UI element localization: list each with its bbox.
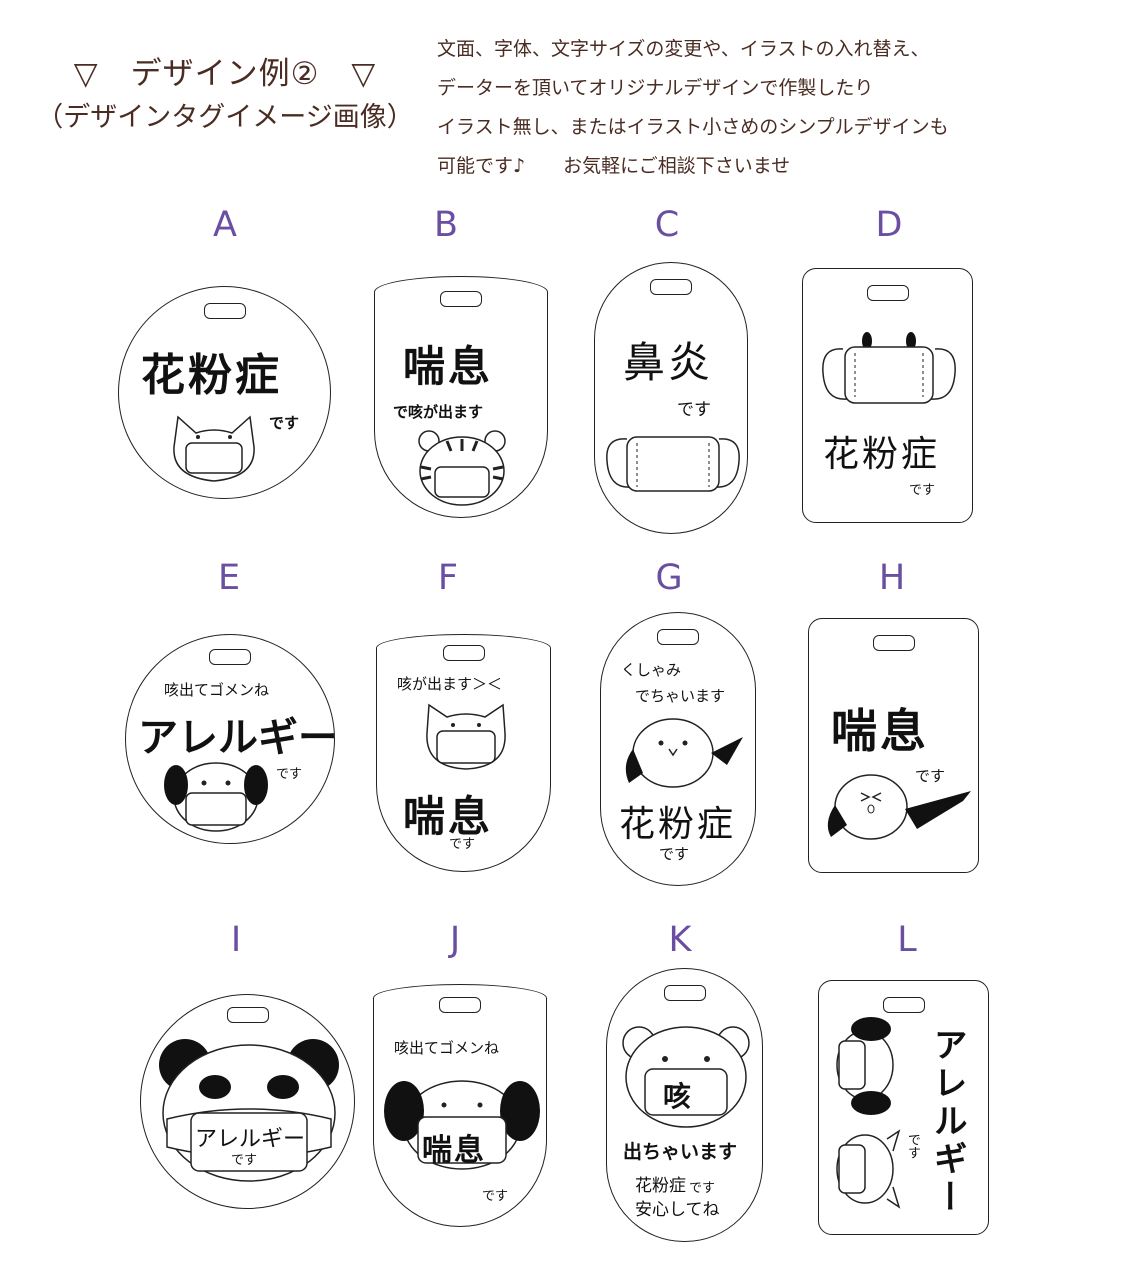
tag-main-text: 花粉症 bbox=[141, 350, 282, 401]
mask-icon bbox=[822, 332, 956, 404]
mask-icon bbox=[606, 436, 740, 492]
tag-sub-text: です bbox=[659, 845, 690, 863]
tag-main-text: アレルギー bbox=[927, 1027, 967, 1217]
description-text: 文面、字体、文字サイズの変更や、イラストの入れ替え、 データーを頂いてオリジナル… bbox=[437, 30, 1077, 186]
panda-mask-icon bbox=[159, 1039, 339, 1182]
bear-mask-icon bbox=[622, 1026, 750, 1128]
tag-line-1: 出ちゃいます bbox=[623, 1141, 738, 1163]
tag-sub-text: です bbox=[915, 767, 946, 785]
tag-main-text: 喘息 bbox=[422, 1133, 486, 1168]
tag-h: 喘息 です bbox=[808, 618, 979, 873]
tag-sub-text: です bbox=[677, 400, 711, 420]
tag-j: 咳出てゴメンね 喘息 です bbox=[373, 984, 547, 1227]
tag-top-text: 咳出てゴメンね bbox=[164, 681, 270, 699]
label-c: C bbox=[654, 205, 680, 245]
tag-f: 咳が出ます＞＜ 喘息 です bbox=[376, 634, 551, 872]
hanging-hole bbox=[226, 1007, 269, 1023]
hanging-hole bbox=[209, 649, 251, 665]
tag-c: 鼻炎 です bbox=[594, 262, 748, 534]
label-g: G bbox=[655, 558, 683, 598]
label-a: A bbox=[213, 205, 237, 245]
description-line: 可能です♪ お気軽にご相談下さいませ bbox=[437, 155, 791, 177]
tag-sub-text: です bbox=[482, 1189, 509, 1204]
dog-mask-icon bbox=[384, 1080, 540, 1170]
hanging-hole bbox=[650, 279, 692, 295]
tag-top-text: くしゃみ bbox=[621, 661, 682, 679]
tag-line-3: 安心してね bbox=[635, 1200, 720, 1220]
hanging-hole bbox=[866, 285, 909, 301]
tag-top-text: でちゃいます bbox=[635, 687, 726, 705]
tag-main-text: アレルギー bbox=[195, 1127, 306, 1152]
description-line: データーを頂いてオリジナルデザインで作製したり bbox=[437, 77, 874, 99]
label-l: L bbox=[897, 920, 917, 960]
tag-top-text: 咳が出ます＞＜ bbox=[397, 675, 503, 693]
tag-mask-text: 咳 bbox=[663, 1080, 695, 1113]
label-f: F bbox=[437, 558, 459, 598]
hanging-hole bbox=[442, 645, 485, 661]
tag-a: 花粉症 です bbox=[118, 286, 331, 499]
hanging-hole bbox=[439, 997, 481, 1013]
tag-e: 咳出てゴメンね アレルギー です bbox=[125, 634, 335, 844]
tag-sub-text: です bbox=[449, 837, 476, 852]
tag-main-text: 喘息 bbox=[403, 342, 494, 391]
label-h: H bbox=[878, 558, 906, 598]
dog-cat-mask-icon bbox=[836, 1017, 901, 1209]
tag-main-text: 花粉症 bbox=[619, 804, 737, 845]
bird-icon bbox=[827, 774, 971, 840]
tag-top-text: 咳出てゴメンね bbox=[394, 1039, 500, 1057]
tag-l: アレルギー です bbox=[818, 980, 989, 1235]
pig-mask-icon bbox=[426, 703, 506, 770]
tag-k: 咳 出ちゃいます 花粉症 です 安心してね bbox=[606, 968, 763, 1242]
label-i: I bbox=[230, 920, 242, 960]
hanging-hole bbox=[657, 629, 699, 645]
tag-d: 花粉症 です bbox=[802, 268, 973, 523]
tag-sub-text: で咳が出ます bbox=[393, 403, 484, 421]
title-line-1: ▽ デザイン例② ▽ bbox=[73, 56, 377, 92]
description-line: イラスト無し、またはイラスト小さめのシンプルデザインも bbox=[437, 116, 949, 138]
label-k: K bbox=[668, 920, 692, 960]
tag-main-text: 鼻炎 bbox=[623, 338, 714, 387]
hanging-hole bbox=[663, 985, 706, 1001]
title-line-2: （デザインタグイメージ画像） bbox=[36, 102, 414, 133]
hanging-hole bbox=[440, 291, 482, 307]
tiger-mask-icon bbox=[418, 430, 506, 506]
label-b: B bbox=[433, 205, 458, 245]
tag-line-2: 花粉症 bbox=[635, 1176, 686, 1196]
dog-mask-icon bbox=[164, 762, 268, 832]
tag-main-text: 喘息 bbox=[403, 792, 494, 841]
tag-sub-text: です bbox=[276, 767, 303, 782]
label-d: D bbox=[875, 205, 903, 245]
tag-main-text: アレルギー bbox=[138, 715, 335, 761]
tag-main-text: 喘息 bbox=[831, 704, 929, 758]
tag-main-text: 花粉症 bbox=[823, 434, 941, 475]
tag-g: くしゃみ でちゃいます 花粉症 です bbox=[600, 612, 756, 886]
label-j: J bbox=[449, 920, 461, 960]
description-line: 文面、字体、文字サイズの変更や、イラストの入れ替え、 bbox=[437, 38, 930, 60]
design-example-title: ▽ デザイン例② ▽ （デザインタグイメージ画像） bbox=[30, 52, 420, 140]
hanging-hole bbox=[882, 997, 925, 1013]
tag-b: 喘息 で咳が出ます bbox=[374, 276, 548, 518]
tag-line-2-suffix: です bbox=[689, 1181, 716, 1196]
tag-sub-text: です bbox=[909, 483, 936, 498]
hanging-hole bbox=[203, 303, 246, 319]
tag-sub-text: です bbox=[269, 414, 300, 432]
bird-icon bbox=[625, 718, 743, 788]
tag-sub-text: です bbox=[905, 1133, 920, 1159]
tag-sub-text: です bbox=[231, 1153, 258, 1168]
cat-mask-icon bbox=[173, 415, 255, 482]
hanging-hole bbox=[872, 635, 915, 651]
tag-i: アレルギー です bbox=[140, 994, 355, 1209]
label-e: E bbox=[217, 558, 241, 598]
